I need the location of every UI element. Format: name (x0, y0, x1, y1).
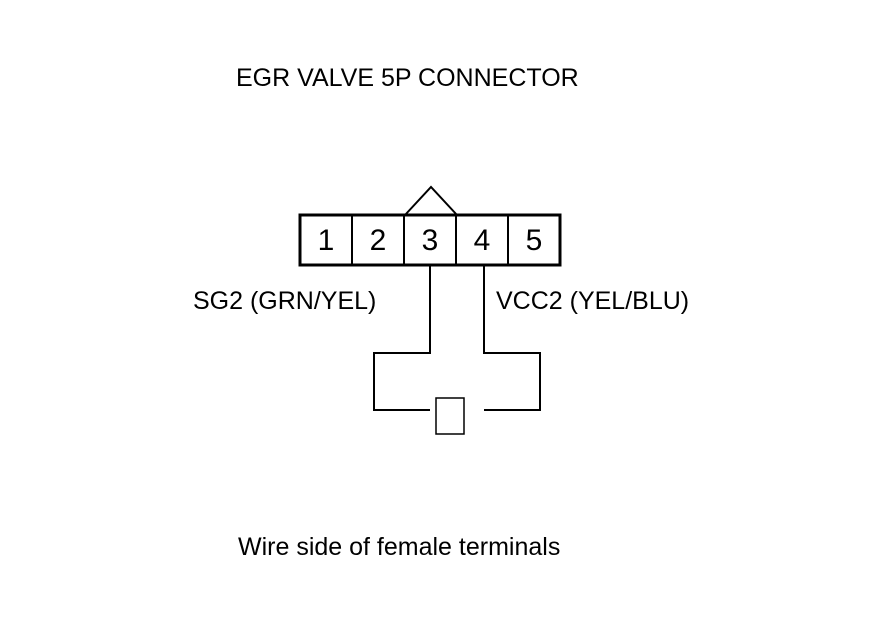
pin-label-4: 4 (473, 224, 491, 257)
connector-lock-tab (404, 185, 458, 216)
wire-label-vcc2: VCC2 (YEL/BLU) (496, 287, 690, 315)
wire-label-sg2: SG2 (GRN/YEL) (193, 287, 377, 315)
diagram-title: EGR VALVE 5P CONNECTOR (236, 64, 579, 92)
pin-label-2: 2 (369, 224, 387, 257)
diagram-caption: Wire side of female terminals (238, 533, 561, 561)
test-meter-symbol (435, 397, 465, 435)
pin-label-5: 5 (525, 224, 543, 257)
pin-label-3: 3 (421, 224, 439, 257)
wire-vcc2 (483, 265, 541, 411)
wire-sg2 (373, 265, 431, 411)
pin-label-1: 1 (317, 224, 335, 257)
